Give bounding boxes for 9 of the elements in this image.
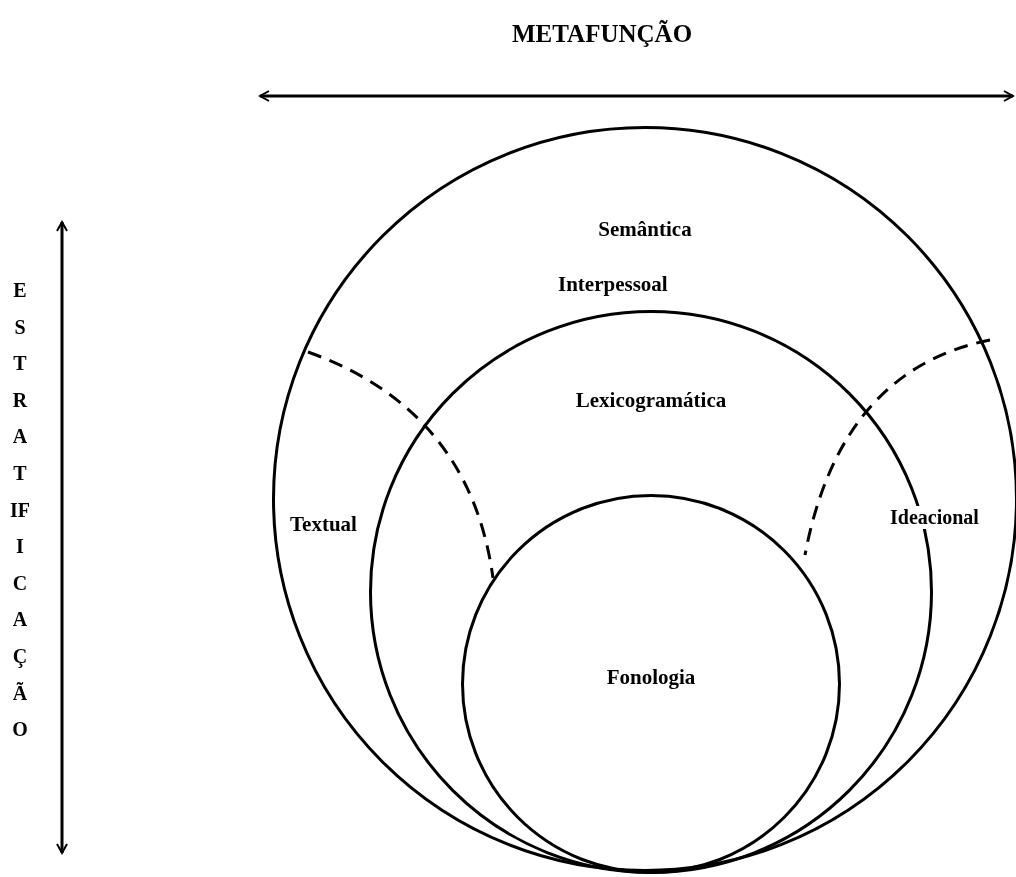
metafunction-label: Ideacional [888,506,981,529]
axis-title: ESTRATIFICAÇÃO [10,278,30,743]
axis-title: METAFUNÇÃO [512,20,693,48]
stratum-label: Semântica [598,217,692,242]
stratum-label: Fonologia [606,665,696,690]
metafunction-label: Interpessoal [558,272,668,297]
stratum-circle [461,494,841,874]
metafunction-label: Textual [290,512,357,537]
stratum-label: Lexicogramática [575,388,727,413]
